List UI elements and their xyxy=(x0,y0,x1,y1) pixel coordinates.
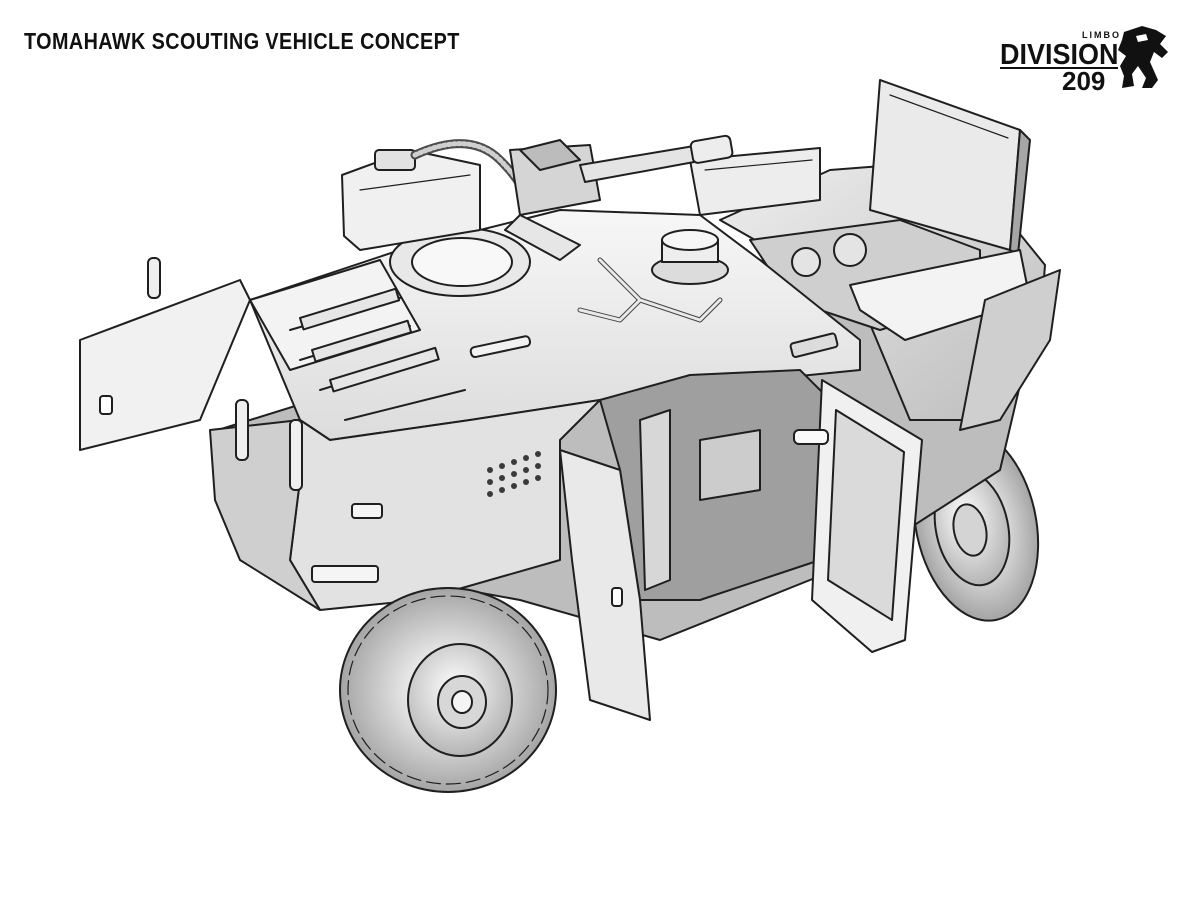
gun-barrel xyxy=(579,144,706,183)
front-left-wheel xyxy=(339,587,557,793)
page-title: TOMAHAWK SCOUTING VEHICLE CONCEPT xyxy=(24,28,460,54)
logo-main-text: DIVISION xyxy=(1000,38,1118,70)
rear-wing-panel xyxy=(849,249,1061,431)
side-door-rear xyxy=(793,379,923,653)
logo-graphic: LIMBO DIVISION 209 xyxy=(1000,26,1168,96)
division-209-logo: LIMBO DIVISION 209 xyxy=(996,22,1172,96)
rear-hatch-door xyxy=(869,79,1031,255)
turret-hatch xyxy=(389,227,531,297)
ventilation-grille xyxy=(487,451,541,497)
logo-number-text: 209 xyxy=(1062,66,1105,96)
antenna-posts xyxy=(147,257,303,491)
logo-text: LIMBO DIVISION 209 xyxy=(1000,30,1121,96)
front-hatch-lid xyxy=(79,279,251,451)
roof-sensor-dome xyxy=(651,229,729,285)
side-door-center xyxy=(559,449,651,721)
mech-silhouette-icon xyxy=(1118,26,1168,88)
roof-armor-plates xyxy=(249,259,466,421)
ammo-box xyxy=(341,149,481,251)
rear-roof-box xyxy=(689,147,821,216)
logo-small-text: LIMBO xyxy=(1082,30,1121,40)
machine-gun-mount xyxy=(504,134,734,261)
